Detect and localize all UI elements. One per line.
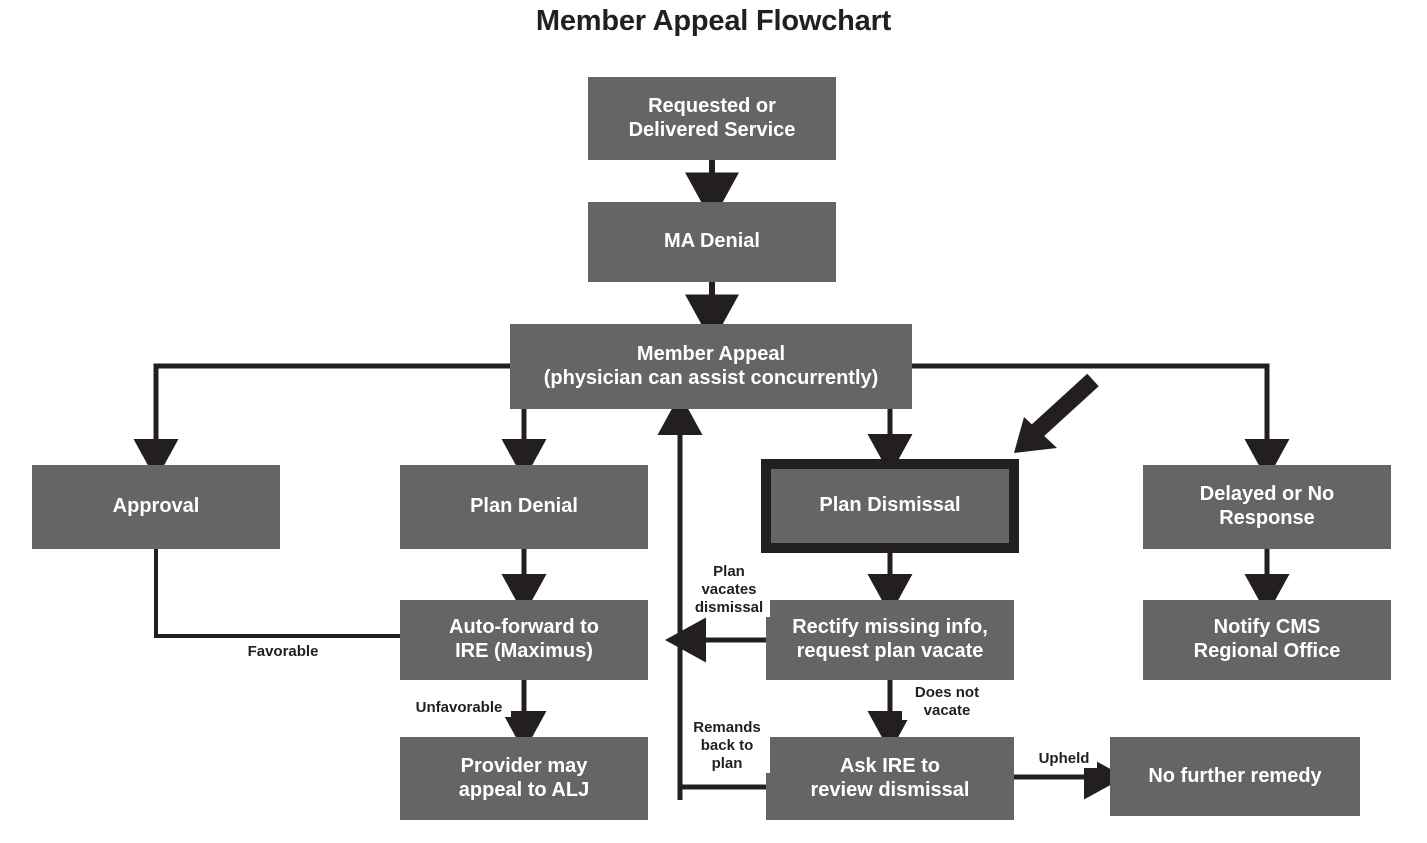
node-label: Requested or Delivered Service [628, 94, 796, 141]
pointer-arrow-icon [1014, 373, 1099, 453]
node-provider-may-appeal-to-alj[interactable]: Provider may appeal to ALJ [400, 737, 648, 820]
page-title: Member Appeal Flowchart [535, 5, 892, 37]
edge-member-appeal-to-approval [133, 363, 510, 481]
node-rectify-missing-info[interactable]: Rectify missing info, request plan vacat… [766, 600, 1014, 680]
node-label: Ask IRE to review dismissal [810, 754, 970, 801]
node-auto-forward-to-ire[interactable]: Auto-forward to IRE (Maximus) [400, 600, 648, 680]
node-ma-denial[interactable]: MA Denial [588, 202, 836, 282]
node-label: Auto-forward to IRE (Maximus) [449, 616, 599, 662]
node-notify-cms-regional-office[interactable]: Notify CMS Regional Office [1143, 600, 1391, 680]
node-label: MA Denial [664, 230, 760, 253]
node-approval[interactable]: Approval [32, 465, 280, 549]
edge-member-appeal-to-delayed [912, 363, 1290, 481]
node-delayed-or-no-response[interactable]: Delayed or No Response [1143, 465, 1391, 549]
node-member-appeal[interactable]: Member Appeal (physician can assist conc… [510, 324, 912, 409]
node-label: Rectify missing info, request plan vacat… [792, 616, 988, 662]
node-ask-ire-to-review-dismissal[interactable]: Ask IRE to review dismissal [766, 737, 1014, 820]
edge-label-plan-vacates-dismissal: Plan vacates dismissal [688, 563, 770, 617]
node-label: Provider may appeal to ALJ [458, 754, 590, 801]
edge-label-upheld: Upheld [1031, 750, 1097, 768]
node-label: Member Appeal (physician can assist conc… [543, 342, 879, 389]
node-label: Notify CMS Regional Office [1193, 616, 1341, 662]
node-plan-dismissal[interactable]: Plan Dismissal [761, 459, 1019, 553]
node-label: Delayed or No Response [1199, 483, 1335, 529]
node-label: Approval [112, 495, 200, 518]
edge-label-remands-back-to-plan: Remands back to plan [684, 719, 770, 773]
edge-label-does-not-vacate: Does not vacate [902, 684, 992, 720]
node-label: Plan Denial [470, 495, 578, 518]
node-plan-denial[interactable]: Plan Denial [400, 465, 648, 549]
edge-auto-forward-to-approval [154, 549, 400, 638]
edge-label-favorable: Favorable [238, 643, 328, 661]
node-label: Plan Dismissal [819, 494, 961, 517]
node-no-further-remedy[interactable]: No further remedy [1110, 737, 1360, 816]
edge-label-unfavorable: Unfavorable [407, 699, 511, 717]
node-requested-or-delivered-service[interactable]: Requested or Delivered Service [588, 77, 836, 160]
node-label: No further remedy [1148, 764, 1322, 787]
